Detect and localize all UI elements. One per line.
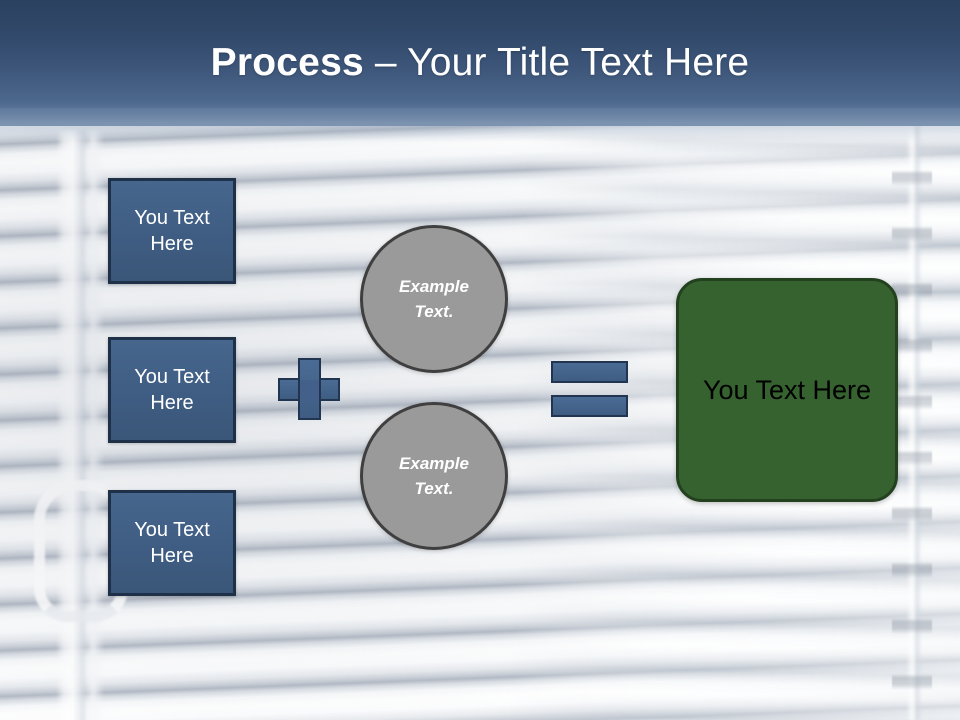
equals-icon-bottom-bar <box>551 395 628 417</box>
example-circle-1[interactable]: Example Text. <box>360 225 508 373</box>
input-box-2-label: You Text Here <box>134 366 210 414</box>
example-circle-2-line1: Example <box>399 454 469 473</box>
input-box-3-label: You Text Here <box>134 519 210 567</box>
slide-title-bold: Process <box>210 41 364 84</box>
background-right-cord <box>906 120 922 720</box>
slide-header-fade <box>0 108 960 142</box>
result-box[interactable]: You Text Here <box>676 278 898 502</box>
input-box-1-label: You Text Here <box>134 207 210 255</box>
example-circle-1-line2: Text. <box>414 302 454 321</box>
background-left-rail-secondary <box>84 130 104 720</box>
result-box-label: You Text Here <box>702 374 872 405</box>
equals-icon <box>551 361 628 417</box>
input-box-2[interactable]: You Text Here <box>108 337 236 443</box>
input-box-1[interactable]: You Text Here <box>108 178 236 284</box>
slide-title-rest: – Your Title Text Here <box>363 41 750 84</box>
slide-header-band <box>0 0 960 126</box>
background-right-notches <box>892 130 932 720</box>
example-circle-2-line2: Text. <box>414 479 454 498</box>
plus-icon-center-patch <box>300 380 319 399</box>
example-circle-2[interactable]: Example Text. <box>360 402 508 550</box>
slide-title: Process – Your Title Text Here <box>0 0 960 126</box>
equals-icon-top-bar <box>551 361 628 383</box>
input-box-3[interactable]: You Text Here <box>108 490 236 596</box>
example-circle-1-line1: Example <box>399 277 469 296</box>
plus-icon <box>278 358 340 420</box>
